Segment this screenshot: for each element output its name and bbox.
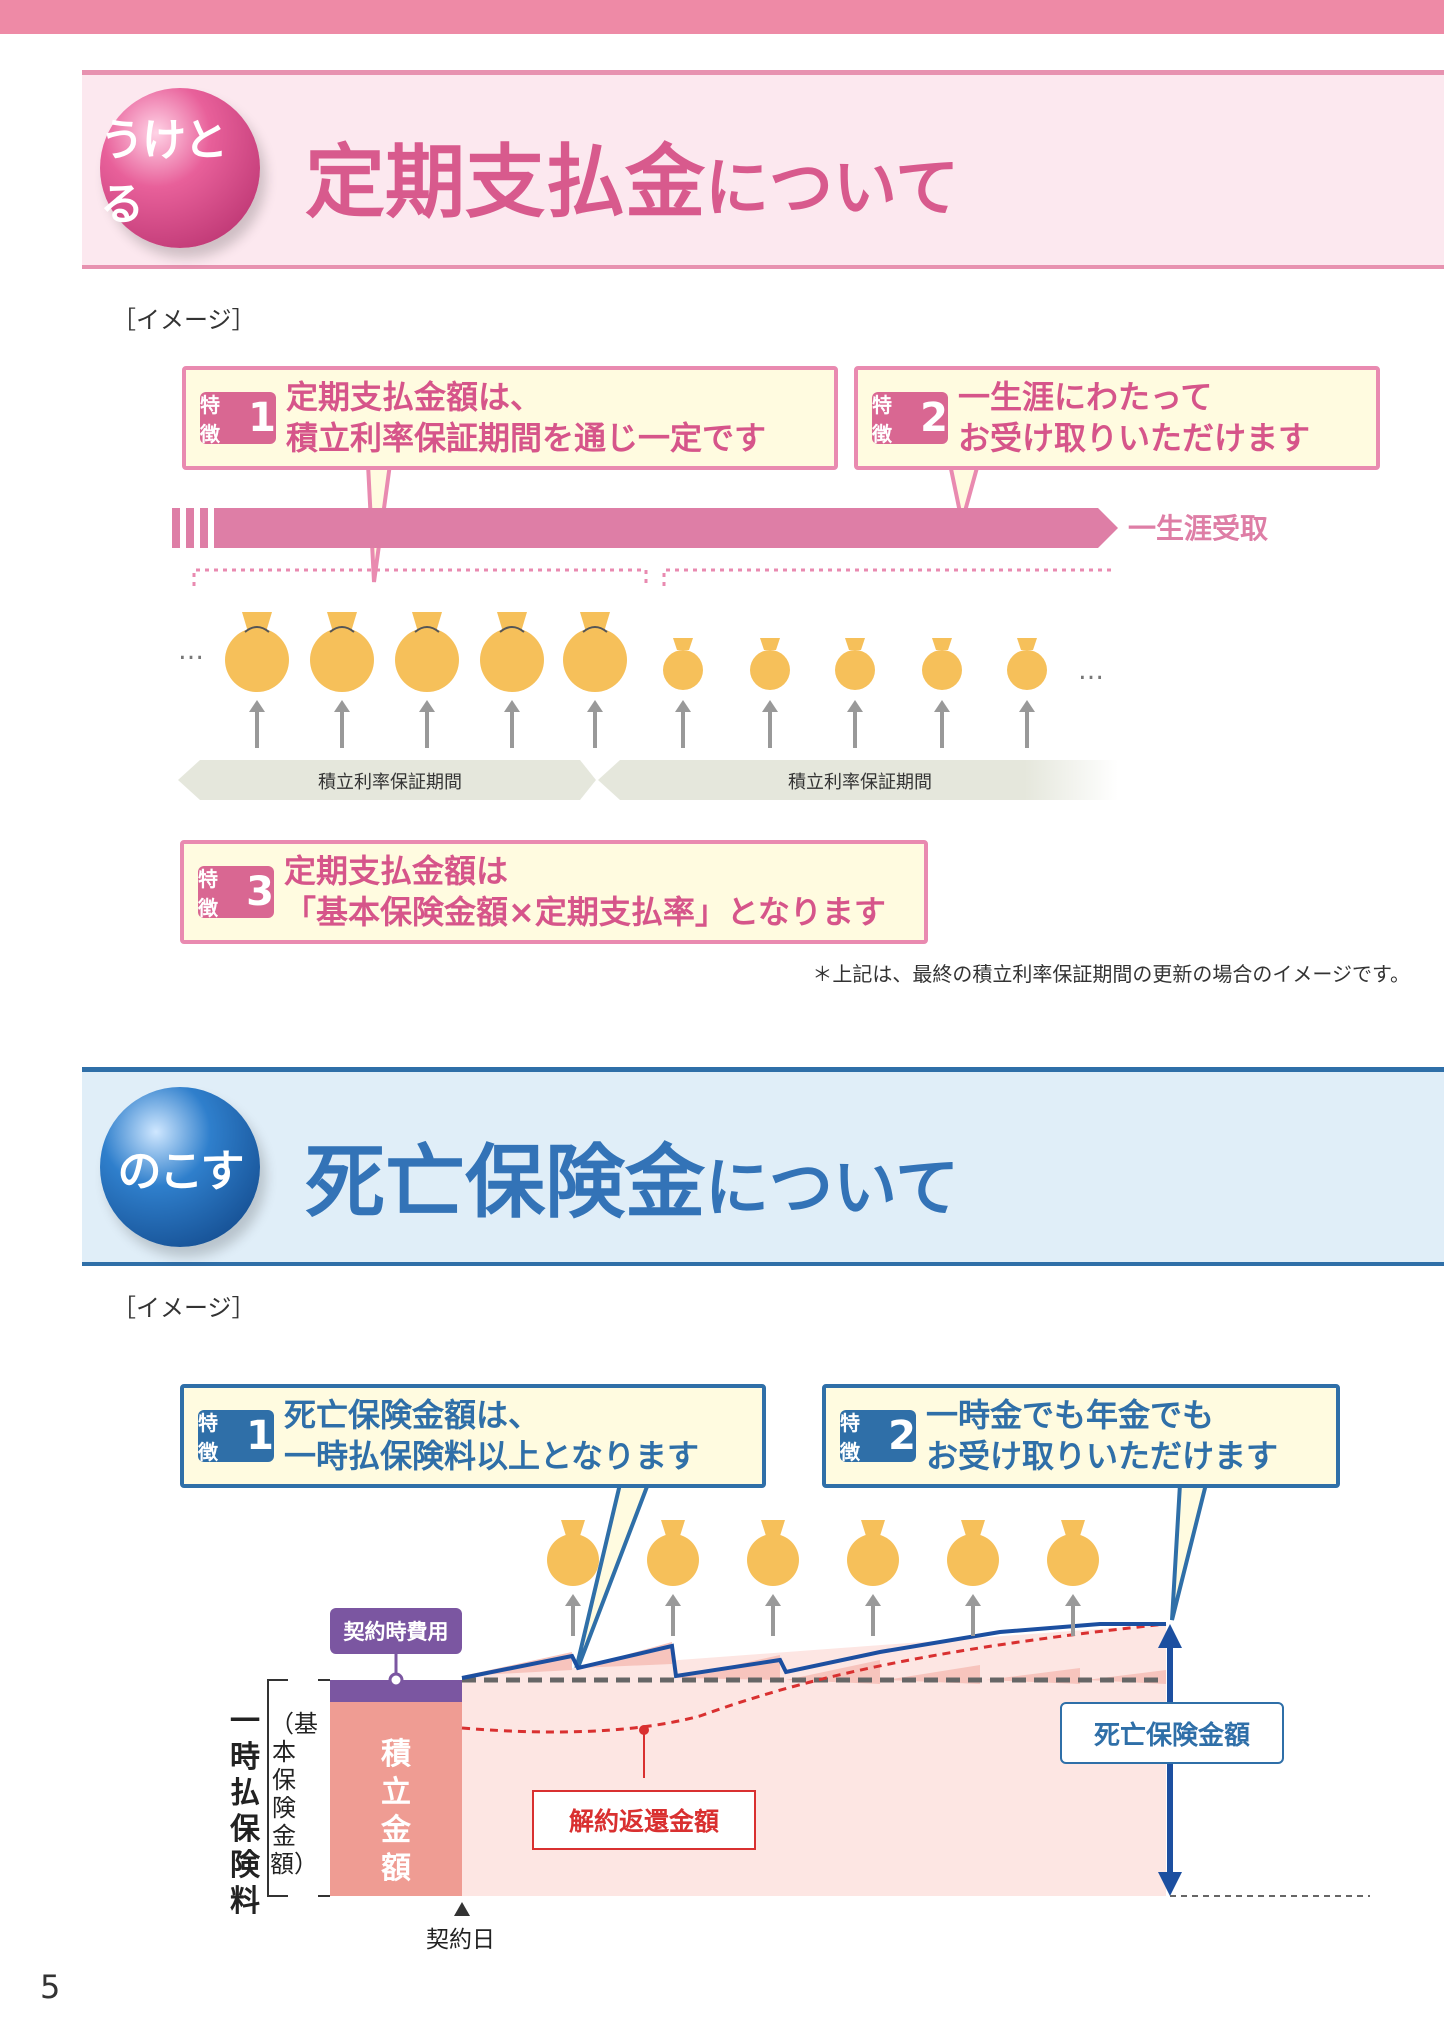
section1-ball: うけとる xyxy=(100,88,260,248)
up-arrows xyxy=(565,1594,1081,1636)
section2-title: 死亡保険金について xyxy=(305,1118,959,1234)
feature3-text: 定期支払金額は 「基本保険金額×定期支払率」となります xyxy=(284,851,886,933)
s2-feature2-line2: お受け取りいただけます xyxy=(926,1437,1279,1475)
badge-label: 特 徴 xyxy=(200,393,220,446)
arrow-stripe xyxy=(186,508,194,548)
accumulated-bar xyxy=(330,1702,462,1896)
money-bag-icon xyxy=(1047,1520,1099,1586)
surrender-curve xyxy=(461,1622,1167,1734)
period2-bracket xyxy=(662,568,1116,586)
money-bag-icon xyxy=(310,612,374,692)
section1-diagram xyxy=(172,462,1118,800)
money-bag-icon xyxy=(847,1520,899,1586)
contract-fee-bar xyxy=(330,1680,462,1702)
feature3-badge: 特 徴 3 xyxy=(198,866,274,920)
feature1-badge: 特 徴 1 xyxy=(200,392,276,446)
arrow-stripe xyxy=(200,508,208,548)
feature1-text: 定期支払金額は、 積立利率保証期間を通じ一定です xyxy=(286,377,766,459)
period1-label: 積立利率保証期間 xyxy=(318,772,462,793)
badge-number: 2 xyxy=(888,1413,916,1459)
section2-title-suffix: について xyxy=(705,1152,960,1226)
badge-label: 特 徴 xyxy=(198,1411,218,1464)
accumulated-label: 積立金額 xyxy=(381,1737,411,1886)
page-number: 5 xyxy=(40,1968,61,2006)
money-bag-icon xyxy=(947,1520,999,1586)
money-bag-icon xyxy=(922,638,962,690)
money-bag-icon xyxy=(547,1520,599,1586)
death-benefit-label: 死亡保険金額 xyxy=(1060,1702,1284,1764)
premium-label: 一時払保険料 xyxy=(230,1704,260,1919)
badge-label: 特 徴 xyxy=(872,393,892,446)
section1-ball-label: うけとる xyxy=(100,115,228,230)
section1-title: 定期支払金について xyxy=(305,118,959,234)
money-bag-icon xyxy=(663,638,703,690)
contract-date-label: 契約日 xyxy=(426,1927,495,1953)
money-bag-icon xyxy=(480,612,544,692)
lifetime-arrow xyxy=(214,508,1118,548)
money-bag-icon xyxy=(1007,638,1047,690)
s2-feature1-line1: 死亡保険金額は、 xyxy=(284,1396,541,1434)
feature1-callout: 特 徴 1 定期支払金額は、 積立利率保証期間を通じ一定です xyxy=(182,366,838,470)
money-bag-icon xyxy=(647,1520,699,1586)
section1-title-suffix: について xyxy=(705,152,960,226)
money-bag-icon xyxy=(835,638,875,690)
contract-date-marker xyxy=(454,1902,470,1916)
money-bag-icon xyxy=(225,612,289,692)
period1-band xyxy=(178,760,596,800)
lifetime-label: 一生涯受取 xyxy=(1128,512,1269,545)
ellipsis-right: … xyxy=(1078,656,1107,686)
arrow-stripe xyxy=(172,508,180,548)
section1-image-label: ［イメージ］ xyxy=(112,306,256,334)
feature3-line2: 「基本保険金額×定期支払率」となります xyxy=(284,893,886,931)
feature1-line2: 積立利率保証期間を通じ一定です xyxy=(286,419,767,457)
section2-ball-label: のこす xyxy=(117,1146,244,1197)
surrender-label: 解約返還金額 xyxy=(532,1790,756,1850)
ellipsis-left: … xyxy=(178,636,207,666)
feature2-tail xyxy=(1170,1482,1209,1621)
section2-ball: のこす xyxy=(100,1087,260,1247)
feature2-line1: 一生涯にわたって xyxy=(958,378,1213,416)
section1-footnote: ＊上記は、最終の積立利率保証期間の更新の場合のイメージです。 xyxy=(812,962,1410,986)
money-bag-icon xyxy=(563,612,627,692)
section2-diagram xyxy=(267,1482,1370,1916)
s2-feature1-text: 死亡保険金額は、 一時払保険料以上となります xyxy=(284,1395,699,1477)
money-bag-icon xyxy=(750,638,790,690)
period2-label: 積立利率保証期間 xyxy=(788,772,932,793)
basic-amount-label: （基本保険金額） xyxy=(270,1710,318,1878)
feature2-text: 一生涯にわたって お受け取りいただけます xyxy=(958,377,1310,459)
section1-header-band xyxy=(82,70,1444,269)
section2-title-main: 死亡保険金 xyxy=(305,1136,705,1229)
section1-title-main: 定期支払金 xyxy=(305,136,705,229)
feature2-line2: お受け取りいただけます xyxy=(958,419,1311,457)
feature2-badge: 特 徴 2 xyxy=(872,392,948,446)
feature3-line1: 定期支払金額は xyxy=(284,852,509,890)
badge-number: 3 xyxy=(246,869,274,915)
s2-feature2-callout: 特 徴 2 一時金でも年金でも お受け取りいただけます xyxy=(822,1384,1340,1488)
premium-bracket xyxy=(267,1679,288,1897)
money-bag-icon xyxy=(395,612,459,692)
contract-fee-label: 契約時費用 xyxy=(330,1608,462,1654)
s2-feature1-line2: 一時払保険料以上となります xyxy=(284,1437,700,1475)
top-accent-bar xyxy=(0,0,1444,34)
feature1-line1: 定期支払金額は、 xyxy=(286,378,543,416)
period1-bracket xyxy=(192,568,648,586)
s2-feature2-text: 一時金でも年金でも お受け取りいただけます xyxy=(926,1395,1278,1477)
feature2-callout: 特 徴 2 一生涯にわたって お受け取りいただけます xyxy=(854,366,1380,470)
money-bag-icon xyxy=(747,1520,799,1586)
feature3-callout: 特 徴 3 定期支払金額は 「基本保険金額×定期支払率」となります xyxy=(180,840,928,944)
up-arrows xyxy=(249,700,1035,748)
s2-feature2-badge: 特 徴 2 xyxy=(840,1410,916,1464)
s2-feature1-badge: 特 徴 1 xyxy=(198,1410,274,1464)
section2-header-band xyxy=(82,1067,1444,1266)
s2-feature2-line1: 一時金でも年金でも xyxy=(926,1396,1215,1434)
badge-number: 2 xyxy=(920,395,948,441)
badge-label: 特 徴 xyxy=(840,1411,860,1464)
death-benefit-line xyxy=(461,1622,1166,1680)
badge-number: 1 xyxy=(248,395,276,441)
period2-band xyxy=(598,760,1118,800)
badge-label: 特 徴 xyxy=(198,867,218,920)
section2-image-label: ［イメージ］ xyxy=(112,1294,256,1322)
s2-feature1-callout: 特 徴 1 死亡保険金額は、 一時払保険料以上となります xyxy=(180,1384,766,1488)
badge-number: 1 xyxy=(246,1413,274,1459)
